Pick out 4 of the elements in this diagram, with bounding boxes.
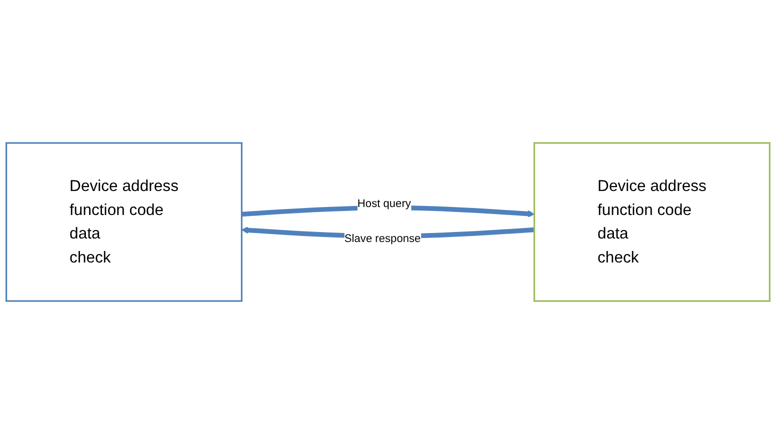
node-box: Device address function code data check — [534, 142, 770, 302]
edge-label: Slave response — [344, 230, 421, 244]
edge-label: Host query — [357, 196, 411, 209]
node-box: Device address function code data check — [6, 142, 242, 302]
